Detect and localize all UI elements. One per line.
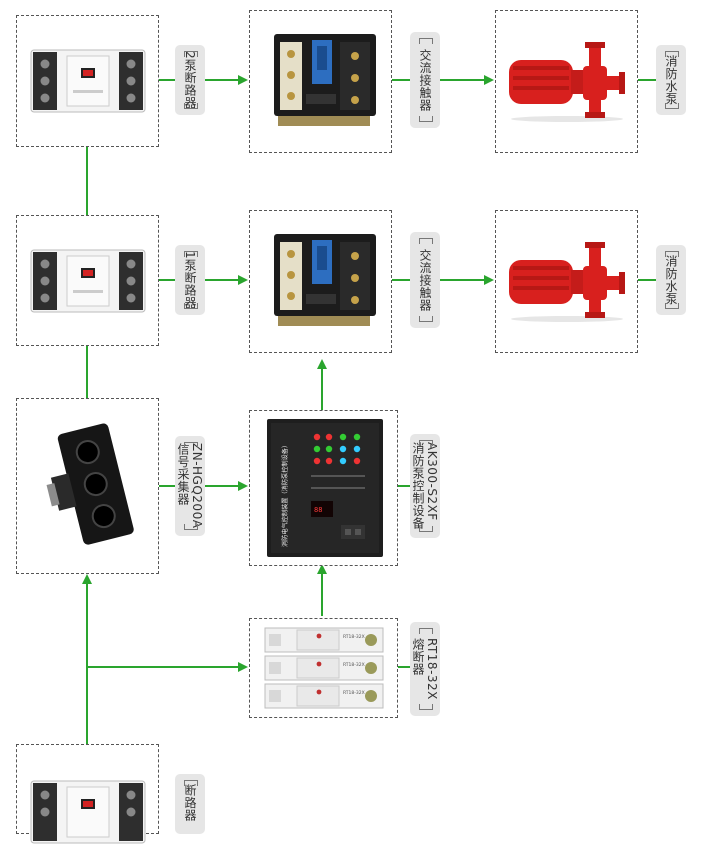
ac-contactor-image	[273, 233, 376, 326]
label-main-breaker: 断路器	[175, 774, 205, 834]
contactor-mid-box	[249, 210, 392, 353]
circuit-breaker-image	[30, 780, 145, 844]
label-contactor-mid: 交流接触器	[410, 232, 440, 328]
main-breaker-box	[16, 744, 159, 844]
label-fuse-model: RT18-32X	[425, 638, 439, 700]
circuit-breaker-image	[30, 249, 145, 312]
label-contactor-mid-text: 交流接触器	[418, 248, 432, 312]
fuse-spec-1: RT18-32X	[343, 634, 365, 640]
label-fuse-name: 熔断器	[411, 638, 425, 676]
label-breaker-2-text: 2泵断路器	[183, 50, 197, 110]
label-pump-mid-text: 消防水泵	[664, 255, 678, 305]
svg-text:88: 88	[314, 506, 322, 514]
breaker-2-box	[16, 15, 159, 147]
label-controller-model: AK300-S2XF	[425, 442, 439, 521]
label-fuse: RT18-32X 熔断器	[410, 622, 440, 716]
controller-box: 消防电气控制装置（消防泵控制设备） 88	[249, 410, 398, 566]
pump-controller-image: 消防电气控制装置（消防泵控制设备） 88	[266, 419, 383, 557]
fuse-spec-3: RT18-32X	[343, 690, 365, 696]
label-signal-sampler: ZN-HGQ200A 信号采集器	[175, 436, 205, 536]
fire-pump-wiring-diagram: 2泵断路器 交流接触器	[16, 10, 686, 844]
fire-pump-image	[508, 41, 625, 122]
connector-layer	[82, 75, 656, 744]
signal-sampler-box	[16, 398, 159, 574]
label-pump-mid: 消防水泵	[656, 245, 686, 315]
fuse-box: RT18-32X RT18-32X RT18-32X	[249, 618, 398, 718]
pump-top-box	[495, 10, 638, 153]
circuit-breaker-image	[30, 49, 145, 113]
label-sampler-name: 信号采集器	[176, 443, 190, 506]
breaker-1-box	[16, 215, 159, 346]
label-breaker-1: 1泵断路器	[175, 245, 205, 315]
label-controller-name: 消防泵控制设备	[411, 442, 425, 530]
label-breaker-2: 2泵断路器	[175, 45, 205, 115]
signal-sampler-image	[46, 423, 134, 545]
label-sampler-model: ZN-HGQ200A	[190, 443, 204, 529]
fuse-spec-2: RT18-32X	[343, 662, 365, 668]
label-contactor-top-text: 交流接触器	[418, 48, 432, 112]
controller-panel-title: 消防电气控制装置（消防泵控制设备）	[281, 442, 289, 547]
contactor-top-box	[249, 10, 392, 153]
label-breaker-1-text: 1泵断路器	[183, 250, 197, 310]
label-main-breaker-text: 断路器	[183, 784, 197, 822]
pump-mid-box	[495, 210, 638, 353]
fire-pump-image	[508, 241, 625, 322]
fuse-holder-image: RT18-32X RT18-32X RT18-32X	[264, 627, 383, 709]
label-pump-top-text: 消防水泵	[664, 55, 678, 105]
label-pump-top: 消防水泵	[656, 45, 686, 115]
ac-contactor-image	[273, 33, 376, 126]
label-controller: AK300-S2XF 消防泵控制设备	[410, 434, 440, 538]
label-contactor-top: 交流接触器	[410, 32, 440, 128]
